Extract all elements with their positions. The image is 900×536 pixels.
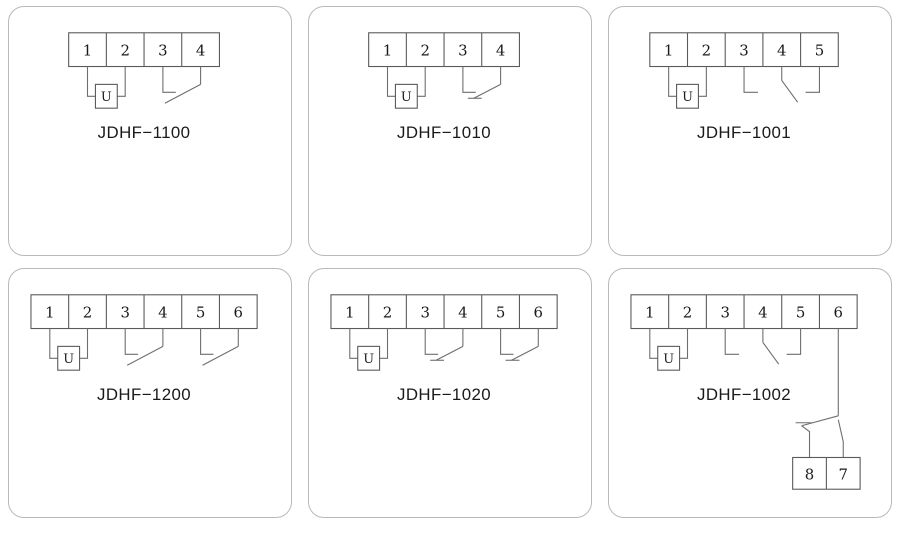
terminal-number: 2: [683, 304, 692, 322]
coil-label: U: [401, 90, 412, 105]
terminal-strip: 1 2 3 4 5 6: [30, 294, 258, 330]
coil-symbol: U: [86, 66, 126, 109]
model-label: JDHF−1020: [397, 385, 491, 404]
terminal-number: 3: [458, 42, 467, 60]
wiring-diagram-jdhf-1200: 1 2 3 4 5 6U JDHF−1200: [30, 294, 258, 404]
terminal-number: 2: [120, 42, 129, 60]
contact-changeover: [724, 328, 802, 365]
wiring-diagram-jdhf-1020: 1 2 3 4 5 6U JDHF−1020: [330, 294, 558, 404]
aux-terminal-number: 7: [839, 465, 848, 483]
terminal-number: 2: [702, 42, 711, 60]
contact-normally-closed: [424, 328, 464, 361]
terminal-number: 1: [383, 42, 392, 60]
terminal-number: 4: [777, 42, 786, 60]
wiring-diagram-jdhf-1100: 1 2 3 4U JDHF−1100: [68, 32, 220, 142]
terminal-number: 3: [120, 304, 129, 322]
wiring-diagram-jdhf-1001: 1 2 3 4 5U JDHF−1001: [649, 32, 839, 142]
terminal-number: 5: [196, 304, 205, 322]
terminal-number: 1: [45, 304, 54, 322]
terminal-strip: 1 2 3 4: [368, 32, 520, 68]
coil-label: U: [101, 90, 112, 105]
model-label: JDHF−1200: [97, 385, 191, 404]
terminal-number: 5: [815, 42, 824, 60]
coil-symbol: U: [649, 328, 689, 371]
terminal-number: 3: [739, 42, 748, 60]
terminal-number: 1: [345, 304, 354, 322]
terminal-number: 6: [834, 304, 843, 322]
terminal-number: 1: [664, 42, 673, 60]
contact-normally-closed: [500, 328, 539, 361]
terminal-strip: 1 2 3 4 5 6: [330, 294, 558, 330]
coil-label: U: [63, 352, 74, 367]
coil-symbol: U: [386, 66, 426, 109]
terminal-number: 4: [158, 304, 167, 322]
terminal-number: 4: [196, 42, 205, 60]
terminal-number: 1: [83, 42, 92, 60]
terminal-number: 2: [83, 304, 92, 322]
coil-label: U: [663, 352, 674, 367]
terminal-number: 2: [420, 42, 429, 60]
terminal-strip: 1 2 3 4 5 6: [630, 294, 858, 330]
terminal-number: 5: [496, 304, 505, 322]
aux-terminal-number: 8: [805, 465, 814, 483]
terminal-number: 2: [383, 304, 392, 322]
contacts: [162, 66, 202, 104]
contact-normally-open: [124, 328, 164, 366]
terminal-number: 3: [158, 42, 167, 60]
contacts: [424, 328, 539, 361]
terminal-number: 1: [645, 304, 654, 322]
model-label: JDHF−1100: [98, 123, 191, 142]
terminal-number: 4: [496, 42, 505, 60]
terminal-number: 6: [534, 304, 543, 322]
terminal-strip: 1 2 3 4 5: [649, 32, 839, 68]
wiring-diagram-jdhf-1010: 1 2 3 4U JDHF−1010: [368, 32, 520, 142]
contacts: [743, 66, 820, 103]
terminal-number: 4: [458, 304, 467, 322]
coil-symbol: U: [49, 328, 89, 371]
contact-normally-open: [200, 328, 239, 366]
coil-symbol: U: [349, 328, 389, 371]
terminal-number: 5: [796, 304, 805, 322]
model-label: JDHF−1010: [397, 123, 491, 142]
model-label: JDHF−1002: [697, 385, 791, 404]
contact-changeover: [743, 66, 820, 103]
terminal-number: 4: [758, 304, 767, 322]
terminal-number: 3: [420, 304, 429, 322]
coil-label: U: [363, 352, 374, 367]
contacts: [462, 66, 502, 99]
terminal-strip: 1 2 3 4: [68, 32, 220, 68]
model-label: JDHF−1001: [697, 123, 791, 142]
terminal-number: 3: [720, 304, 729, 322]
contacts: [124, 328, 239, 366]
coil-symbol: U: [668, 66, 707, 109]
contact-normally-closed: [462, 66, 502, 99]
contacts: [724, 328, 802, 365]
terminal-number: 6: [234, 304, 243, 322]
contact-normally-open: [162, 66, 202, 104]
coil-label: U: [682, 90, 693, 105]
